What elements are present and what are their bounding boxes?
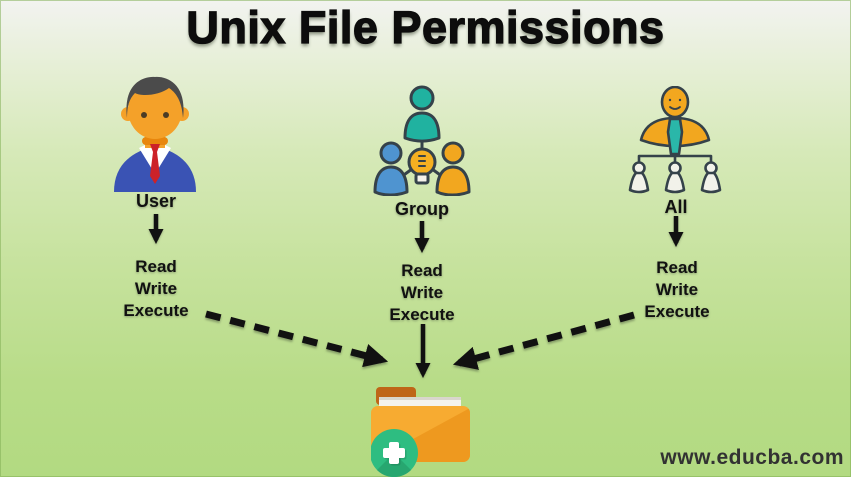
user-permission-write: Write — [134, 279, 178, 298]
user-to-folder-dashed-arrow — [205, 310, 389, 368]
all-permission-read: Read — [656, 258, 698, 277]
group-label: Group — [395, 199, 449, 219]
all-permission-write: Write — [655, 280, 699, 299]
all-permissions: Read Write Execute — [644, 257, 709, 323]
user-person-icon — [114, 76, 196, 192]
user-label: User — [135, 191, 177, 211]
user-permissions: Read Write Execute — [123, 256, 188, 322]
group-permission-execute: Execute — [389, 305, 455, 324]
group-permission-write: Write — [400, 283, 444, 302]
group-people-icon — [373, 85, 471, 196]
watermark: www.educba.com — [660, 446, 844, 469]
all-permission-execute: Execute — [644, 302, 710, 321]
group-permission-read: Read — [401, 261, 443, 280]
folder-plus-icon — [371, 387, 470, 477]
group-permissions: Read Write Execute — [389, 260, 454, 326]
user-permission-execute: Execute — [123, 301, 189, 320]
diagram-title: Unix File Permissions — [186, 1, 665, 53]
all-to-folder-dashed-arrow — [452, 311, 635, 370]
user-permission-read: Read — [135, 257, 177, 276]
all-hierarchy-icon — [628, 86, 722, 194]
all-label: All — [664, 197, 688, 217]
